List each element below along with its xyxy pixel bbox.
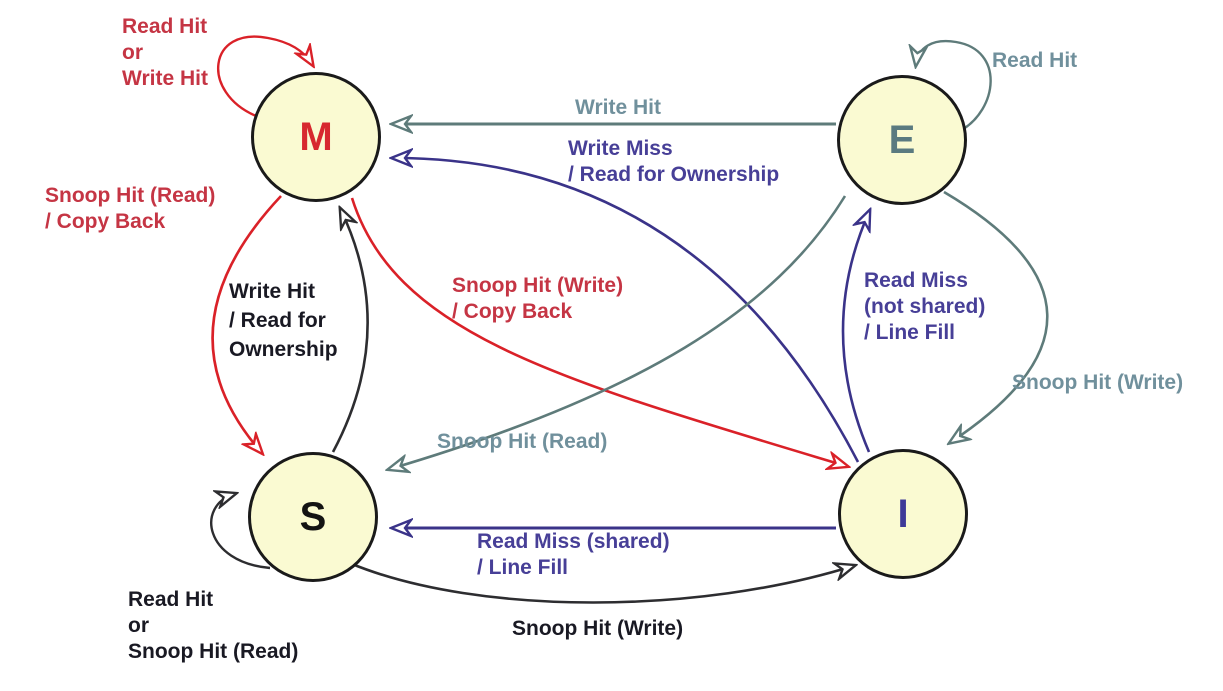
transition-arrow-e-e [916,39,992,133]
transition-label-i-e: Read Miss (not shared) / Line Fill [864,269,986,344]
transition-arrow-s-s [210,494,271,570]
transition-label-s-s: Read Hit or Snoop Hit (Read) [128,588,299,663]
transition-label-i-s: Read Miss (shared) / Line Fill [477,530,670,579]
transition-label-e-s: Snoop Hit (Read) [437,430,608,453]
transition-label-i-m: Write Miss / Read for Ownership [568,137,780,186]
transition-label-m-i: Snoop Hit (Write) / Copy Back [452,274,624,323]
transition-arrow-e-s [390,195,847,469]
transition-arrow-s-m [331,210,369,453]
state-node-m: M [251,72,381,202]
transition-arrow-m-s [211,195,282,452]
transition-arrow-m-i [350,197,846,466]
state-node-e: E [837,75,967,205]
state-node-i: I [838,449,968,579]
transition-arrow-m-m [217,35,312,118]
transition-label-e-e: Read Hit [992,49,1078,72]
transition-arrow-i-m [394,158,860,463]
transition-label-e-m: Write Hit [575,96,661,119]
transition-arrow-i-e [841,212,869,453]
transition-label-s-m: Write Hit / Read for Ownership [229,280,338,361]
transition-arrow-s-i [351,564,853,604]
transition-label-s-i: Snoop Hit (Write) [512,617,684,640]
transition-arrow-e-i [943,190,1049,442]
transition-label-m-s: Snoop Hit (Read) / Copy Back [45,184,216,233]
transition-label-m-m: Read Hit or Write Hit [122,15,208,90]
state-node-s: S [248,452,378,582]
transition-label-e-i: Snoop Hit (Write) [1012,371,1184,394]
